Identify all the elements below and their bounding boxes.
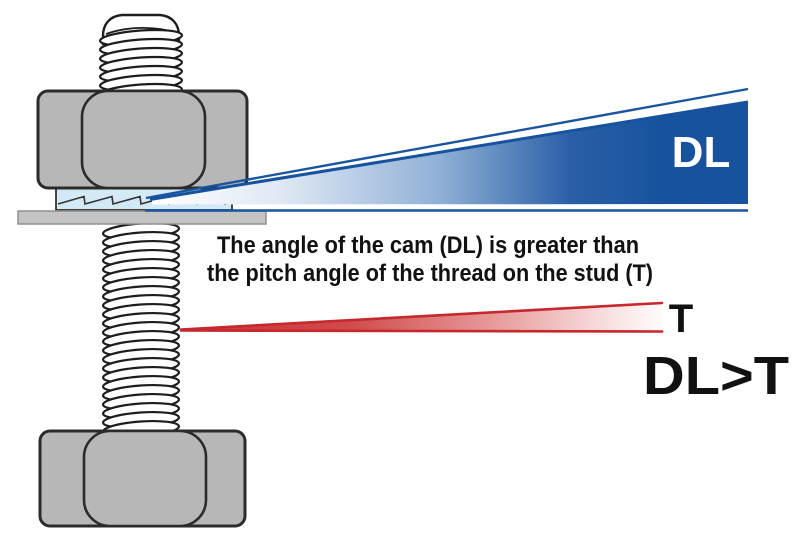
cam-angle-wedge: DL bbox=[145, 87, 749, 212]
thread-wedge-top-edge bbox=[179, 301, 664, 331]
cam-wedge-upper-line bbox=[145, 87, 749, 200]
t-label: T bbox=[669, 297, 693, 341]
bottom-hex-nut bbox=[38, 429, 247, 528]
comparison-label: DL>T bbox=[643, 346, 789, 406]
caption-line-2: the pitch angle of the thread on the stu… bbox=[207, 260, 653, 287]
thread-wedge-baseline bbox=[179, 329, 664, 333]
top-hex-nut bbox=[36, 89, 249, 190]
thread-angle-wedge: T bbox=[179, 297, 693, 341]
top-stud bbox=[98, 13, 184, 104]
base-plate bbox=[17, 210, 267, 225]
caption-line-1: The angle of the cam (DL) is greater tha… bbox=[217, 232, 639, 259]
dl-label: DL bbox=[672, 128, 731, 177]
cam-wedge-top-edge bbox=[149, 100, 749, 201]
lower-stud bbox=[101, 219, 181, 441]
